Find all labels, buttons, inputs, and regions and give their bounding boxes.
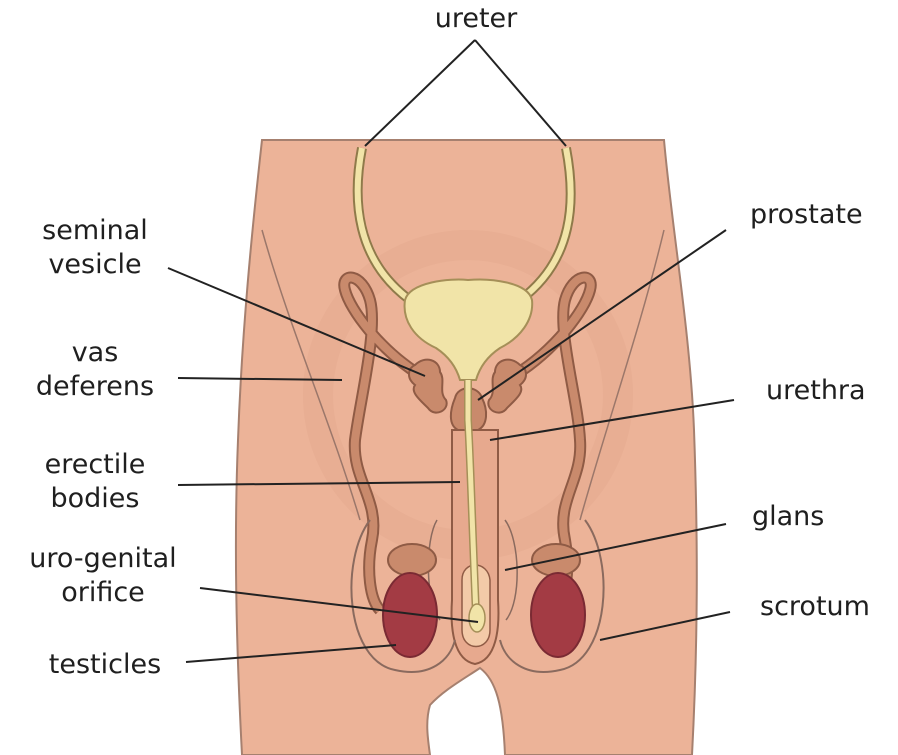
epididymis-left [388,544,436,576]
label-vas-deferens: vas deferens [20,336,170,404]
label-urethra: urethra [766,374,894,408]
uro-genital-orifice-shape [469,604,485,632]
leader-ureter-left [365,40,475,146]
leader-ureter-right [475,40,566,146]
label-testicles: testicles [30,648,180,682]
label-glans: glans [752,500,872,534]
label-scrotum: scrotum [760,590,894,624]
label-ureter: ureter [408,2,544,36]
label-seminal-vesicle: seminal vesicle [20,214,170,282]
testicle-right [531,573,585,657]
label-erectile-bodies: erectile bodies [20,448,170,516]
label-uro-genital-orifice: uro-genital orifice [8,542,198,610]
label-prostate: prostate [750,198,890,232]
